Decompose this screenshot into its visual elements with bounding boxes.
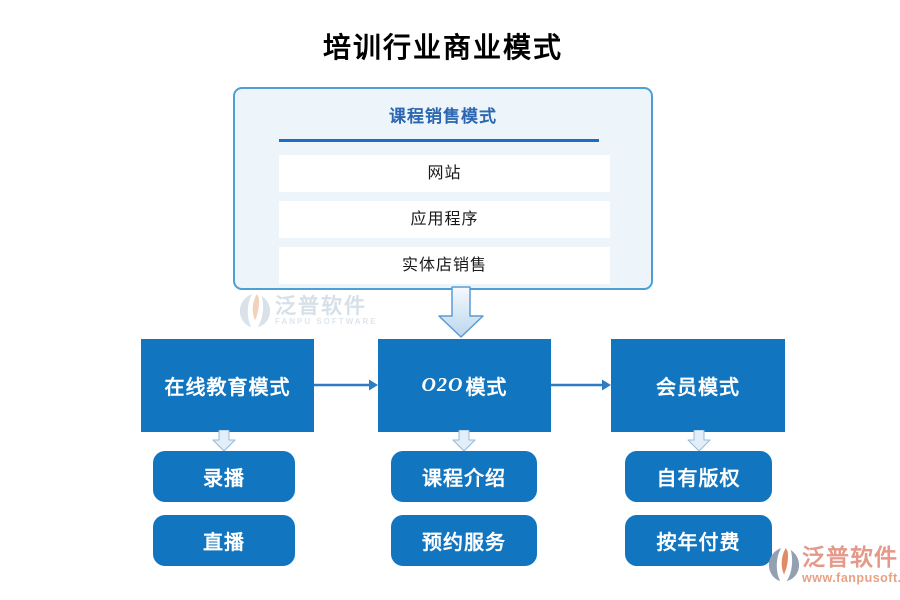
subnode-label: 录播 xyxy=(203,468,245,490)
fanpu-logo-icon xyxy=(239,294,271,327)
small-down-arrow-1 xyxy=(212,430,236,452)
node-label: 模式 xyxy=(465,377,508,399)
watermark-tagline: FANPU SOFTWARE xyxy=(275,316,378,326)
panel-row-physical-store: 实体店销售 xyxy=(279,247,610,284)
node-membership-model: 会员模式 xyxy=(611,339,785,432)
subnode-label: 自有版权 xyxy=(656,468,741,490)
subnode-annual-payment: 按年付费 xyxy=(625,515,772,566)
subnode-live-broadcast: 直播 xyxy=(153,515,295,566)
watermark-logo: 泛普软件 FANPU SOFTWARE xyxy=(239,292,378,328)
down-block-arrow xyxy=(438,286,484,338)
small-down-arrow-3 xyxy=(687,430,711,452)
brand-logo: 泛普软件 www.fanpusoft.com xyxy=(768,545,900,585)
node-label-italic: O2O xyxy=(421,374,464,396)
course-sales-panel: 课程销售模式 网站 应用程序 实体店销售 xyxy=(233,87,653,290)
subnode-label: 课程介绍 xyxy=(422,468,506,490)
subnode-own-copyright: 自有版权 xyxy=(625,451,772,502)
subnode-label: 直播 xyxy=(203,532,245,554)
diagram-title: 培训行业商业模式 xyxy=(322,33,563,64)
brand-name: 泛普软件 xyxy=(802,545,898,570)
subnode-appointment-service: 预约服务 xyxy=(391,515,537,566)
brand-url: www.fanpusoft.com xyxy=(802,571,900,585)
small-down-arrow-2 xyxy=(452,430,476,452)
node-label: 在线教育模式 xyxy=(164,377,291,399)
connector-arrow-right-1 xyxy=(314,379,378,391)
panel-row-application: 应用程序 xyxy=(279,201,610,238)
subnode-label: 预约服务 xyxy=(422,532,506,554)
subnode-label: 按年付费 xyxy=(656,532,741,554)
panel-header-underline xyxy=(279,139,599,142)
node-label: 会员模式 xyxy=(656,377,740,399)
subnode-recorded-broadcast: 录播 xyxy=(153,451,295,502)
watermark-name: 泛普软件 xyxy=(275,293,367,318)
subnode-course-introduction: 课程介绍 xyxy=(391,451,537,502)
connector-arrow-right-2 xyxy=(551,379,611,391)
panel-row-website: 网站 xyxy=(279,155,610,192)
fanpu-logo-icon xyxy=(768,548,800,581)
node-online-education-model: 在线教育模式 xyxy=(141,339,314,432)
panel-header: 课程销售模式 xyxy=(389,107,497,126)
